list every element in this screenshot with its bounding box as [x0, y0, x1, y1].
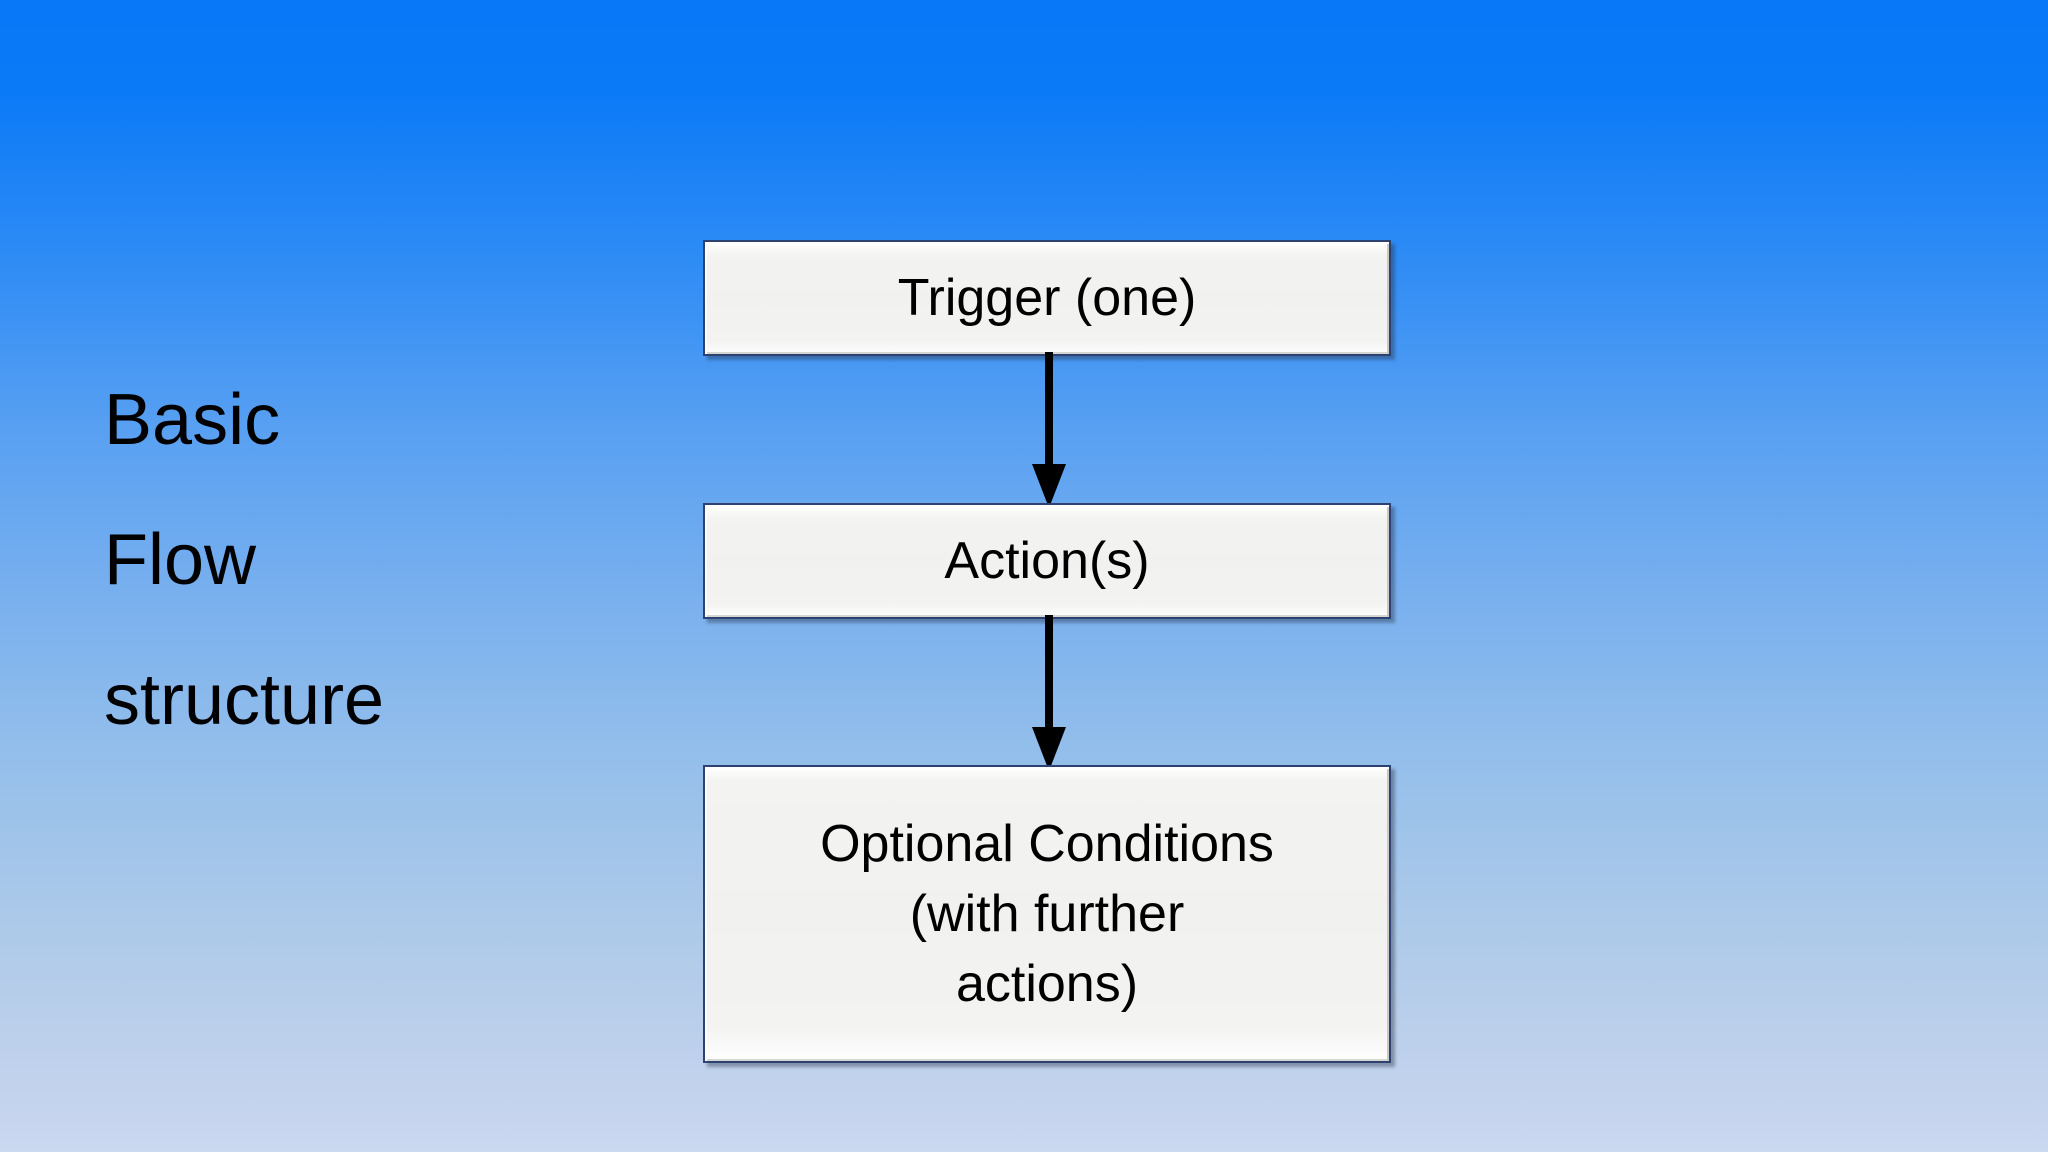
flow-arrow-actions-to-conditions [1030, 615, 1068, 771]
flow-arrow-trigger-to-actions [1030, 352, 1068, 508]
flow-node-trigger-label: Trigger (one) [897, 269, 1197, 327]
title-line-3: structure [104, 660, 385, 740]
title-line-2: Flow [104, 520, 257, 600]
flow-node-conditions[interactable]: Optional Conditions (with further action… [703, 765, 1391, 1063]
page-title: Basic Flow structure [104, 350, 664, 770]
title-line-1: Basic [104, 380, 281, 460]
flow-node-actions[interactable]: Action(s) [703, 503, 1391, 619]
flow-node-actions-label: Action(s) [944, 532, 1150, 590]
flow-node-trigger[interactable]: Trigger (one) [703, 240, 1391, 356]
flow-node-conditions-label: Optional Conditions (with further action… [820, 815, 1274, 1013]
